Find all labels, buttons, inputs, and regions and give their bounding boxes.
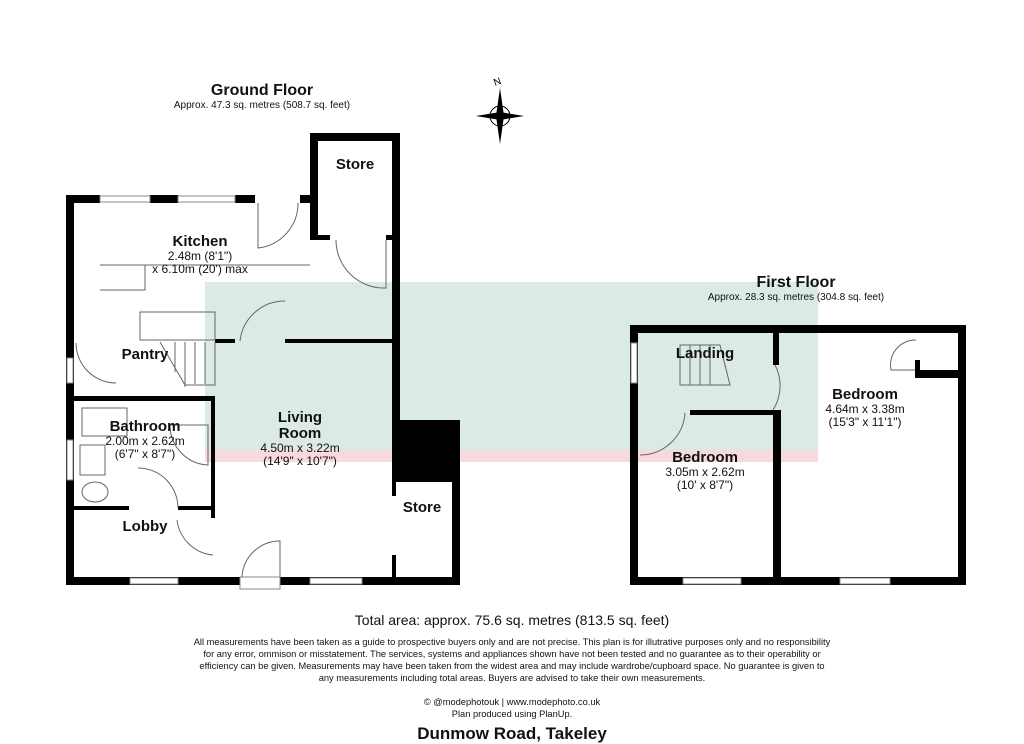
living-room-name2: Room	[278, 425, 322, 442]
bedroom-large-dim1: 4.64m x 3.38m	[825, 402, 905, 416]
bathroom-name: Bathroom	[109, 418, 181, 435]
bathroom-dim1: 2.00m x 2.62m	[105, 434, 185, 448]
property-address: Dunmow Road, Takeley	[417, 724, 607, 743]
living-room-name: Living	[277, 409, 323, 426]
bedroom-large-name: Bedroom	[832, 386, 898, 403]
compass-icon: N	[476, 76, 524, 144]
ground-floor-title: Ground Floor	[210, 82, 314, 99]
first-floor-title: First Floor	[756, 274, 836, 291]
disclaimer: All measurements have been taken as a gu…	[193, 637, 831, 683]
room-label-lobby: Lobby	[122, 518, 168, 535]
kitchen-dim1: 2.48m (8'1")	[167, 249, 233, 263]
total-area: Total area: approx. 75.6 sq. metres (813…	[354, 612, 670, 628]
first-floor-area: Approx. 28.3 sq. metres (304.8 sq. feet)	[707, 292, 885, 303]
room-label-pantry: Pantry	[121, 346, 169, 363]
room-label-kitchen: Kitchen 2.48m (8'1") x 6.10m (20') max	[120, 234, 280, 276]
windows	[66, 195, 891, 590]
credit: © @modephotouk | www.modephoto.co.uk	[423, 697, 601, 707]
stairs-and-fixtures	[79, 311, 731, 503]
compass-north-label: N	[492, 76, 503, 89]
kitchen-dim2: x 6.10m (20') max	[152, 262, 248, 276]
door-swings	[75, 202, 917, 578]
living-room-dim1: 4.50m x 3.22m	[260, 441, 340, 455]
kitchen-name: Kitchen	[172, 233, 228, 250]
room-label-bathroom: Bathroom 2.00m x 2.62m (6'7" x 8'7")	[90, 419, 200, 461]
room-label-landing: Landing	[675, 345, 735, 362]
plan-produced-note: Plan produced using PlanUp.	[451, 709, 573, 719]
bedroom-small-name: Bedroom	[672, 449, 738, 466]
room-label-bedroom-small: Bedroom 3.05m x 2.62m (10' x 8'7")	[650, 450, 760, 492]
bedroom-small-dim1: 3.05m x 2.62m	[665, 465, 745, 479]
bathroom-dim2: (6'7" x 8'7")	[114, 447, 176, 461]
living-room-dim2: (14'9" x 10'7")	[263, 454, 337, 468]
room-label-store-top: Store	[335, 156, 375, 173]
room-label-bedroom-large: Bedroom 4.64m x 3.38m (15'3" x 11'1")	[810, 387, 920, 429]
room-label-store-bottom: Store	[402, 499, 442, 516]
bedroom-large-dim2: (15'3" x 11'1")	[828, 415, 902, 429]
bedroom-small-dim2: (10' x 8'7")	[676, 478, 734, 492]
watermark-pink-band	[205, 450, 818, 462]
watermark-green-block	[205, 282, 818, 450]
room-label-living-room: Living Room 4.50m x 3.22m (14'9" x 10'7"…	[240, 410, 360, 468]
ground-floor-area: Approx. 47.3 sq. metres (508.7 sq. feet)	[173, 100, 351, 111]
first-floor-walls	[630, 325, 966, 585]
